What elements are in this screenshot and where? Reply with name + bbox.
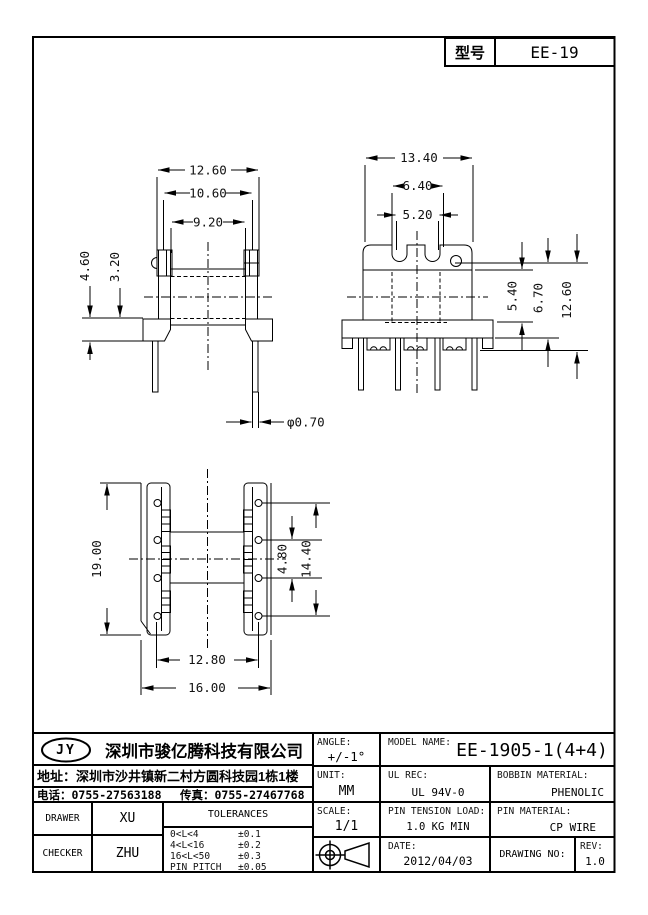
model-name-value: EE-1905-1(4+4) — [456, 739, 608, 761]
front-view-dims: 12.60 10.60 9.20 4.60 3.20 φ0.70 — [77, 163, 325, 430]
side-view-dims: 13.40 6.40 5.20 5.40 6.70 12.60 — [400, 150, 574, 319]
tolerance-row: 16<L<50±0.3 — [170, 851, 261, 862]
bobbin-material-label: BOBBIN MATERIAL: — [497, 770, 589, 781]
scale-label: SCALE: — [317, 806, 352, 817]
dim-top-pin-pitch: 4.80 — [275, 544, 290, 574]
fax-value: 0755-27467768 — [214, 788, 305, 802]
dim-side-mid-width: 6.40 — [402, 178, 432, 193]
drawer-value: XU — [119, 811, 136, 826]
checker-label: CHECKER — [42, 848, 83, 859]
ul-rec-label: UL REC: — [388, 770, 429, 781]
pin-material-value: CP WIRE — [549, 821, 596, 834]
front-view — [82, 167, 284, 428]
dim-top-w-outer: 16.00 — [188, 680, 226, 695]
scale-value: 1/1 — [334, 818, 359, 834]
bobbin-material-value: PHENOLIC — [551, 786, 604, 799]
date-label: DATE: — [388, 841, 417, 852]
dim-top-h-outer: 19.00 — [89, 540, 104, 578]
dim-side-h-inner: 5.40 — [505, 281, 520, 311]
model-value: EE-19 — [530, 42, 579, 62]
model-label: 型号 — [454, 44, 485, 62]
pin-tension-label: PIN TENSION LOAD: — [388, 806, 486, 817]
drawing-no-label: DRAWING NO: — [499, 849, 566, 860]
dim-top-row-pitch: 12.80 — [188, 652, 226, 667]
rev-label: REV: — [580, 841, 603, 852]
phone-label: 电话： — [37, 790, 72, 802]
logo-text: JY — [56, 742, 76, 758]
fax-row: 传真：0755-27467768 — [180, 789, 305, 803]
model-box — [444, 37, 616, 67]
unit-label: UNIT: — [317, 770, 346, 781]
drawer-label: DRAWER — [45, 813, 80, 824]
dim-side-h-mid: 6.70 — [531, 283, 546, 313]
date-value: 2012/04/03 — [403, 854, 473, 868]
dim-front-outer-width: 12.60 — [189, 163, 227, 178]
tolerances-title: TOLERANCES — [207, 809, 269, 820]
sheet-border — [32, 36, 616, 873]
dim-front-inner-width: 9.20 — [193, 215, 223, 230]
dim-side-h-outer: 12.60 — [559, 281, 574, 319]
pin-tension-value: 1.0 KG MIN — [406, 821, 470, 833]
tolerances-table: 0<L<4±0.1 4<L<16±0.2 16<L<50±0.3 PIN PIT… — [170, 829, 308, 873]
projection-symbol-icon — [315, 840, 370, 870]
dim-front-mid-width: 10.60 — [189, 186, 227, 201]
unit-value: MM — [338, 783, 355, 799]
dim-side-inner-width: 5.20 — [402, 207, 432, 222]
ul-rec-value: UL 94V-0 — [411, 785, 465, 799]
dim-top-pin-span: 14.40 — [299, 540, 314, 578]
address-row: 地址：深圳市沙井镇新二村方圆科技园1栋1楼 — [37, 767, 298, 786]
tolerance-row: PIN PITCH±0.05 — [170, 862, 267, 873]
company-name: 深圳市骏亿腾科技有限公司 — [105, 743, 303, 761]
title-block-grid — [33, 732, 615, 872]
checker-value: ZHU — [115, 846, 140, 861]
model-name-label: MODEL NAME: — [388, 737, 451, 748]
tolerance-row: 4<L<16±0.2 — [170, 840, 261, 851]
top-view-dims: 19.00 4.80 14.40 12.80 16.00 — [89, 540, 314, 695]
angle-label: ANGLE: — [317, 737, 352, 748]
pin-material-label: PIN MATERIAL: — [497, 806, 572, 817]
top-view — [100, 469, 330, 695]
rev-value: 1.0 — [585, 854, 605, 868]
dim-front-h-inner: 3.20 — [107, 252, 122, 282]
dim-side-outer-width: 13.40 — [400, 150, 438, 165]
address-label: 地址： — [37, 769, 77, 784]
jy-logo — [41, 737, 91, 763]
side-view — [341, 155, 588, 396]
dim-pin-diameter: φ0.70 — [287, 415, 325, 430]
phone-value: 0755-27563188 — [71, 788, 162, 802]
tolerance-row: 0<L<4±0.1 — [170, 829, 261, 840]
angle-value: +/-1° — [327, 748, 366, 764]
phone-row: 电话：0755-27563188 — [37, 789, 162, 803]
fax-label: 传真： — [180, 790, 215, 802]
address-value: 深圳市沙井镇新二村方圆科技园1栋1楼 — [76, 769, 299, 784]
dim-front-h-outer: 4.60 — [77, 251, 92, 281]
